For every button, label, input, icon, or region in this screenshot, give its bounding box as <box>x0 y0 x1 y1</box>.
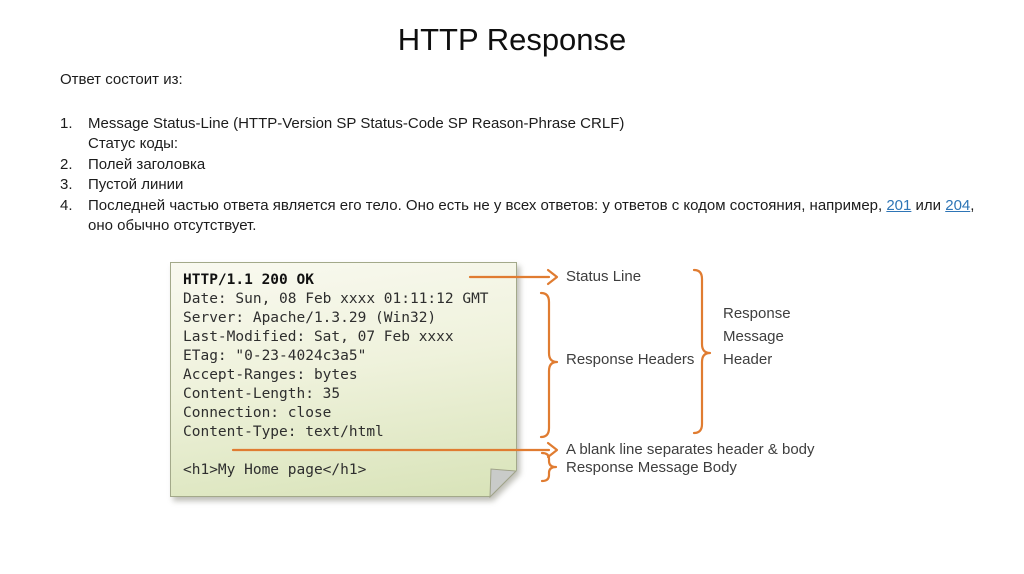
code-body-line: <h1>My Home page</h1> <box>183 462 367 478</box>
response-headers-brace <box>539 291 559 439</box>
code-header-line: Connection: close <box>183 405 332 421</box>
list-item-line: Статус коды: <box>88 135 179 153</box>
list-item-segment: или <box>911 196 946 214</box>
code-header-line: ETag: "0-23-4024c3a5" <box>183 348 367 364</box>
status-line-label: Status Line <box>566 268 642 285</box>
list-item: 3. Пустой линии <box>60 175 1012 195</box>
list-item-segment: , <box>970 196 975 214</box>
list-item: 1. Message Status-Line (HTTP-Version SP … <box>60 114 1012 155</box>
code-header-line: Content-Type: text/html <box>183 424 384 440</box>
list-item-text: Пустой линии <box>88 176 184 194</box>
list-item-number: 1. <box>60 115 73 132</box>
list-item-text: Полей заголовка <box>88 155 206 173</box>
list-item-line: оно обычно отсутствует. <box>88 217 257 235</box>
response-message-header-line: Response <box>723 305 791 322</box>
code-note-wrapper: HTTP/1.1 200 OK Date: Sun, 08 Feb xxxx 0… <box>170 262 517 497</box>
code-status-line: HTTP/1.1 200 OK <box>183 272 314 288</box>
status-code-201-link[interactable]: 201 <box>886 196 912 214</box>
list-item-text: Message Status-Line (HTTP-Version SP Sta… <box>88 114 1012 155</box>
response-message-header-line: Message <box>723 328 784 345</box>
list-item-line: Message Status-Line (HTTP-Version SP Sta… <box>88 115 625 132</box>
response-headers-label: Response Headers <box>566 351 695 368</box>
response-message-header-brace <box>692 268 712 435</box>
status-code-204-link[interactable]: 204 <box>945 196 971 214</box>
intro-text: Ответ состоит из: <box>60 71 183 88</box>
response-message-body-brace <box>540 451 558 483</box>
code-header-line: Date: Sun, 08 Feb xxxx 01:11:12 GMT <box>183 291 489 307</box>
list-item-text: Последней частью ответа является его тел… <box>88 196 1012 237</box>
response-message-body-label: Response Message Body <box>566 459 737 476</box>
list-item: 4. Последней частью ответа является его … <box>60 196 1012 237</box>
blank-line-arrowhead-icon <box>546 441 559 459</box>
code-header-line: Accept-Ranges: bytes <box>183 367 358 383</box>
status-line-arrowhead-icon <box>546 268 559 286</box>
list-item: 2. Полей заголовка <box>60 155 1012 175</box>
code-header-line: Content-Length: 35 <box>183 386 341 402</box>
code-blank-line <box>183 442 516 461</box>
blank-line-label: A blank line separates header & body <box>566 441 815 458</box>
response-message-header-label: Response Message Header <box>723 302 791 371</box>
response-message-header-line: Header <box>723 351 773 368</box>
code-header-line: Server: Apache/1.3.29 (Win32) <box>183 310 437 326</box>
code-header-line: Last-Modified: Sat, 07 Feb xxxx <box>183 329 454 345</box>
list-item-number: 3. <box>60 176 73 194</box>
http-response-note: HTTP/1.1 200 OK Date: Sun, 08 Feb xxxx 0… <box>170 262 517 497</box>
list-item-line: Последней частью ответа является его тел… <box>88 196 1012 216</box>
numbered-list: 1. Message Status-Line (HTTP-Version SP … <box>60 114 1012 236</box>
list-item-number: 4. <box>60 196 73 214</box>
list-item-number: 2. <box>60 155 73 173</box>
page-title: HTTP Response <box>397 22 627 57</box>
list-item-segment: Последней частью ответа является его тел… <box>88 196 887 214</box>
